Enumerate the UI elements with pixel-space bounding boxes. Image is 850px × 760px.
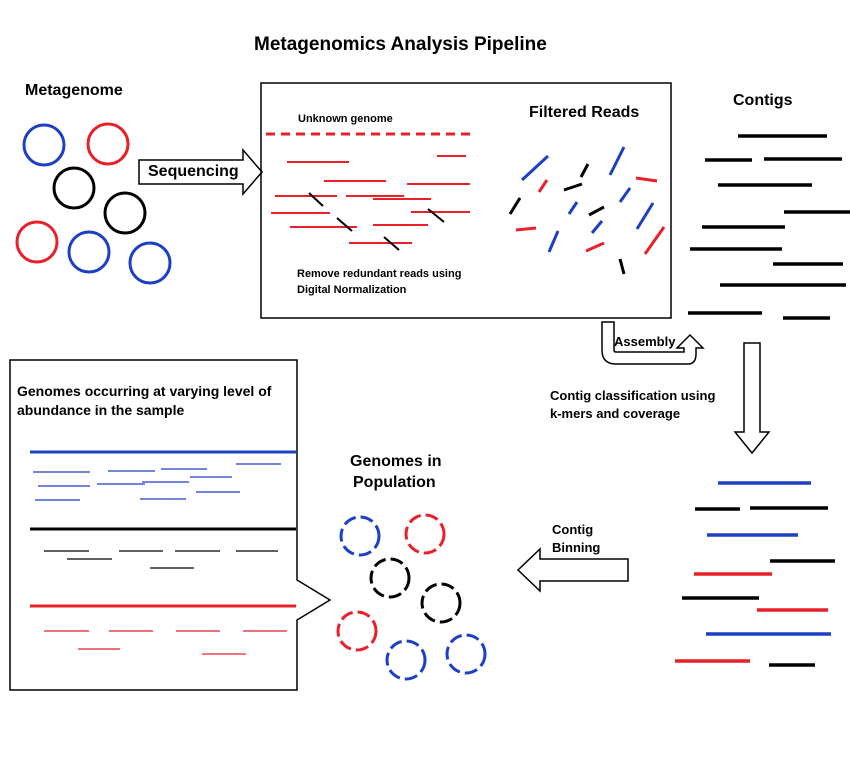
- metagenome-circles: [15, 122, 172, 285]
- read: [635, 202, 655, 230]
- population-circles: [336, 513, 487, 681]
- genome-circle: [404, 513, 446, 555]
- genome-circle: [103, 191, 147, 235]
- abundance-label-line2: abundance in the sample: [17, 402, 185, 418]
- u-turn-arrow-icon: [601, 321, 705, 365]
- genome-circle: [420, 582, 462, 624]
- population-label-line2: Population: [353, 474, 436, 491]
- read: [585, 241, 605, 253]
- read: [383, 236, 400, 251]
- read: [567, 201, 579, 215]
- genome-circle: [15, 220, 59, 264]
- filtered-reads-label: Filtered Reads: [529, 104, 640, 121]
- abundance-callout: [9, 359, 332, 691]
- right-arrow-icon: [138, 147, 263, 197]
- population-label-line1: Genomes in: [350, 453, 442, 470]
- read: [520, 154, 550, 182]
- unknown-genome-label: Unknown genome: [298, 113, 393, 125]
- sequencing-label: Sequencing: [148, 163, 239, 180]
- genome-circle: [369, 557, 411, 599]
- genome-circle: [67, 230, 111, 274]
- binning-label-line2: Binning: [552, 540, 601, 555]
- genome-circle: [385, 639, 427, 681]
- read: [515, 226, 537, 232]
- read: [635, 176, 658, 183]
- read: [427, 208, 445, 223]
- read: [563, 182, 583, 192]
- binning-label-line1: Contig: [552, 522, 594, 537]
- left-arrow-icon: [516, 547, 629, 593]
- genome-circle: [336, 610, 378, 652]
- read: [537, 179, 549, 193]
- classified-contigs: [675, 481, 835, 667]
- classification-label-line1: Contig classification using: [550, 388, 716, 403]
- read: [308, 192, 324, 207]
- classification-label-line2: k-mers and coverage: [550, 406, 681, 421]
- read: [608, 146, 626, 176]
- read: [336, 217, 353, 232]
- genome-circle: [445, 633, 487, 675]
- genome-circle: [22, 123, 66, 167]
- reads-box: [260, 82, 672, 319]
- genome-circle: [52, 166, 96, 210]
- read: [547, 230, 560, 253]
- genome-circle: [86, 122, 130, 166]
- read: [588, 205, 605, 217]
- read: [643, 226, 666, 255]
- read: [618, 187, 632, 203]
- read: [508, 197, 522, 215]
- page-title: Metagenomics Analysis Pipeline: [254, 34, 547, 55]
- genome-circle: [339, 515, 381, 557]
- read: [579, 163, 590, 178]
- down-arrow-icon: [733, 342, 771, 455]
- contigs: [688, 134, 850, 320]
- contigs-label: Contigs: [733, 92, 793, 109]
- assembly-label: Assembly: [614, 334, 676, 349]
- genome-circle: [128, 241, 172, 285]
- filtered-reads: [508, 146, 666, 275]
- metagenome-label: Metagenome: [25, 82, 123, 99]
- abundance-reads: [30, 450, 296, 655]
- normalization-label-line1: Remove redundant reads using: [297, 268, 462, 280]
- abundance-label-line1: Genomes occurring at varying level of: [17, 383, 272, 399]
- normalization-label-line2: Digital Normalization: [297, 284, 407, 296]
- raw-reads: [271, 155, 470, 251]
- read: [618, 258, 626, 275]
- read: [590, 220, 604, 234]
